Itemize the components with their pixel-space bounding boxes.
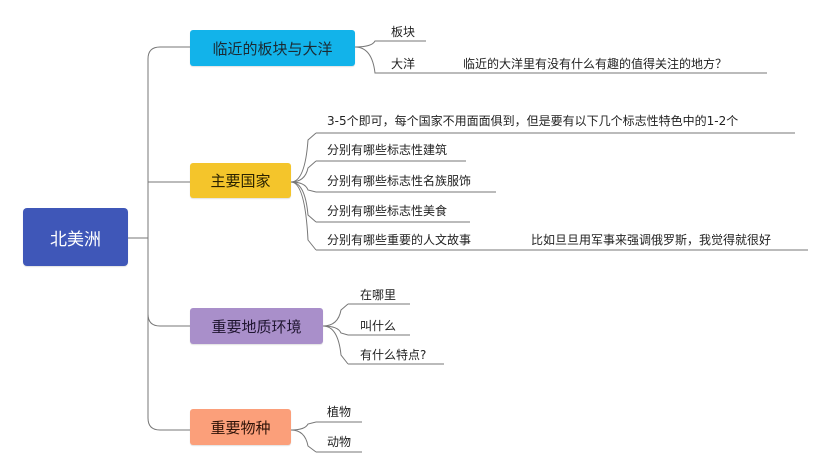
branch-node-plates-oceans[interactable]: 临近的板块与大洋 [190, 30, 355, 66]
connector-b2-c2 [290, 160, 317, 183]
branch-node-geology[interactable]: 重要地质环境 [190, 308, 323, 344]
leaf-stories[interactable]: 分别有哪些重要的人文故事 [327, 233, 472, 247]
leaf-animals[interactable]: 动物 [327, 435, 352, 449]
note-ocean: 临近的大洋里有没有什么有趣的值得关注的地方？ [463, 57, 728, 71]
connector-b1-c2 [354, 46, 380, 74]
connector-root-branch-4 [147, 238, 190, 431]
leaf-features[interactable]: 有什么特点? [360, 348, 427, 362]
connector-b3-c3 [322, 325, 349, 365]
leaf-country-count[interactable]: 3-5个即可，每个国家不用面面俱到，但是要有以下几个标志性特色中的1-2个 [327, 114, 739, 128]
connector-b2-c1 [290, 132, 317, 183]
branch-node-species[interactable]: 重要物种 [190, 409, 291, 445]
connector-root-branch-1 [128, 46, 190, 239]
connector-b2-c5 [290, 181, 317, 251]
connector-b4-c1 [290, 421, 317, 431]
note-stories: 比如旦旦用军事来强调俄罗斯，我觉得就很好 [531, 233, 772, 247]
leaf-costume[interactable]: 分别有哪些标志性名族服饰 [327, 174, 472, 188]
leaf-name[interactable]: 叫什么 [360, 319, 397, 333]
leaf-where[interactable]: 在哪里 [360, 288, 397, 302]
branch-node-countries[interactable]: 主要国家 [190, 163, 291, 198]
leaf-plants[interactable]: 植物 [327, 405, 352, 419]
connector-b3-c1 [322, 303, 349, 327]
connector-root-branch-3 [147, 238, 190, 327]
connector-b1-c1 [354, 40, 380, 48]
leaf-food[interactable]: 分别有哪些标志性美食 [327, 204, 448, 218]
leaf-architecture[interactable]: 分别有哪些标志性建筑 [327, 143, 448, 157]
connector-b4-c2 [290, 429, 317, 453]
root-node[interactable]: 北美洲 [23, 208, 128, 266]
leaf-ocean[interactable]: 大洋 [391, 57, 416, 71]
leaf-plates[interactable]: 板块 [391, 25, 416, 39]
